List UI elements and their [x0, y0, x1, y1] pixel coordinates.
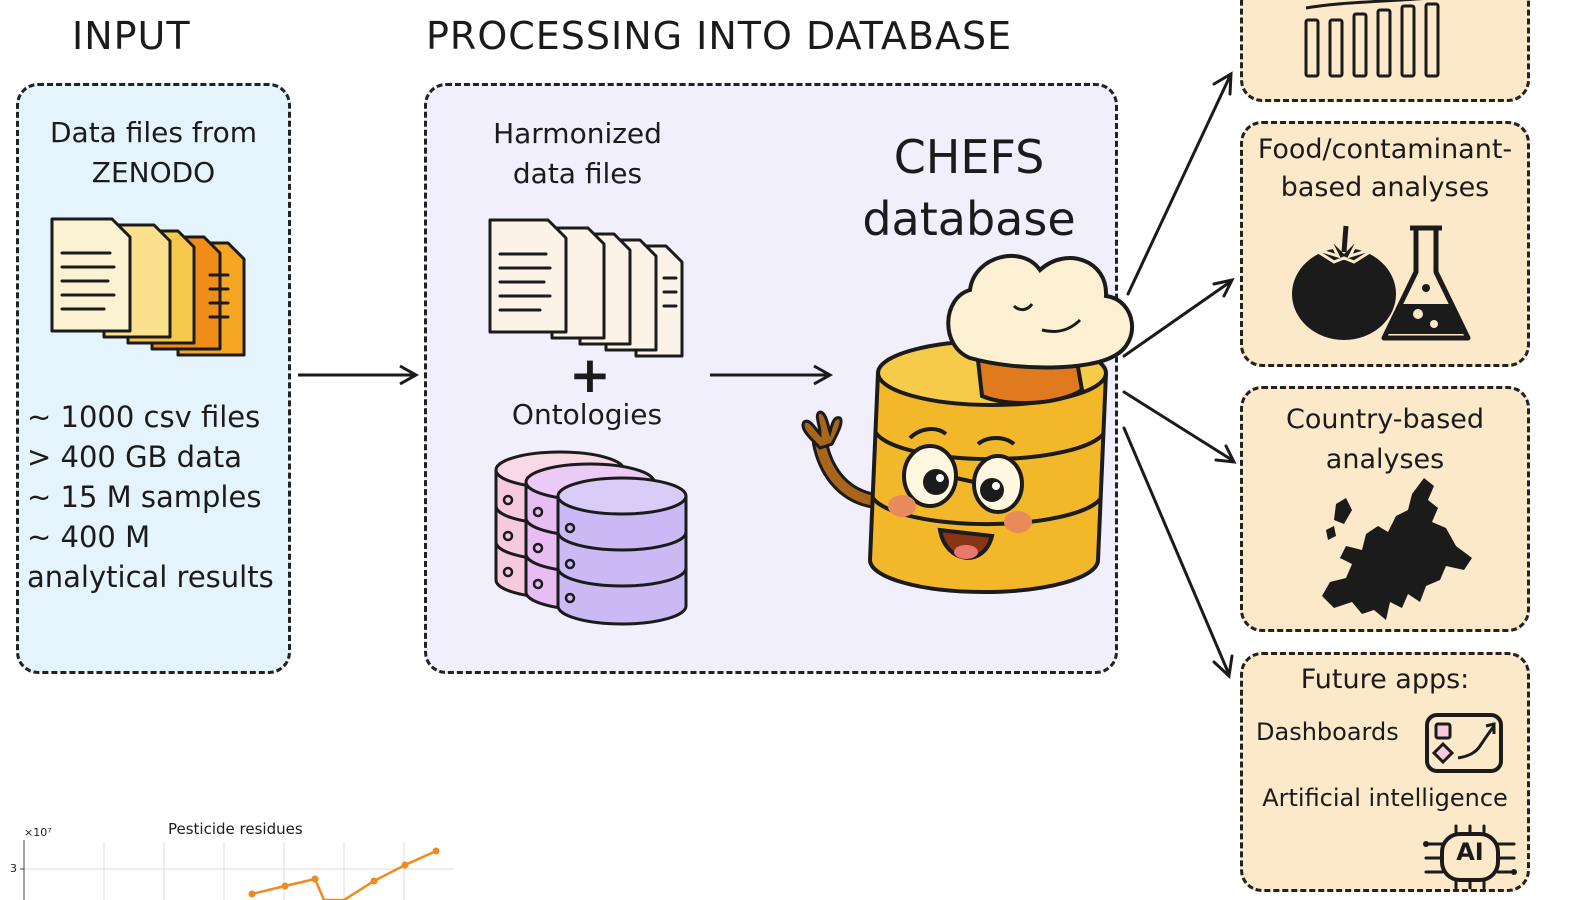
tomato-icon — [1292, 225, 1396, 340]
flask-icon — [1381, 225, 1471, 341]
chart-point — [432, 847, 440, 855]
dashboards-label: Dashboards — [1256, 718, 1399, 746]
food-analyses-label: Food/contaminant- based analyses — [1257, 134, 1513, 203]
arrow-to-chefs — [710, 364, 834, 386]
chart-point — [311, 875, 319, 883]
chart-point — [281, 882, 289, 890]
input-stat-results-label: analytical results — [27, 560, 274, 594]
europe-map-icon — [1322, 478, 1472, 620]
chart-point — [401, 861, 409, 869]
chart-title: Pesticide residues — [168, 820, 303, 838]
input-panel — [16, 83, 291, 674]
bar-chart-icon — [1304, 0, 1440, 78]
dashboard-icon — [1425, 713, 1503, 773]
plus-sign: + — [569, 346, 611, 404]
chefs-database-title: CHEFS database — [862, 130, 1076, 246]
output-arrows — [1122, 71, 1237, 680]
chart-ytick-label: 3 — [10, 862, 17, 875]
input-header: INPUT — [72, 14, 191, 58]
chart-series-line — [251, 849, 437, 900]
ontologies-label: Ontologies — [511, 398, 663, 431]
harmonized-files-label: Harmonized data files — [493, 117, 662, 190]
ontology-database-icon — [494, 450, 688, 626]
processing-header: PROCESSING INTO DATABASE — [426, 14, 1013, 58]
input-stat-size: > 400 GB data — [27, 440, 242, 474]
pesticide-chart: Pesticide residues ×10⁷ 3 — [0, 818, 460, 900]
output-panel-chart — [1240, 0, 1530, 102]
ai-badge-text: AI — [1456, 838, 1484, 866]
chart-scale-label: ×10⁷ — [24, 826, 52, 839]
input-files-icon — [50, 217, 246, 357]
input-stat-samples: ~ 15 M samples — [27, 480, 262, 514]
chart-plot-area — [20, 840, 455, 900]
chef-database-mascot — [801, 253, 1135, 594]
future-apps-title: Future apps: — [1300, 664, 1470, 695]
output-panel-food — [1240, 121, 1530, 367]
harmonized-files-icon — [488, 218, 684, 358]
input-panel-title: Data files from ZENODO — [49, 116, 258, 189]
arrow-input-to-processing — [298, 364, 420, 386]
input-stat-files: ~ 1000 csv files — [27, 400, 261, 434]
ai-chip-icon — [1423, 824, 1517, 890]
chart-point — [248, 890, 256, 898]
artificial-intelligence-label: Artificial intelligence — [1262, 784, 1508, 812]
input-stat-results-count: ~ 400 M — [27, 520, 151, 554]
chart-point — [370, 877, 378, 885]
country-analyses-label: Country-based analyses — [1285, 404, 1485, 475]
